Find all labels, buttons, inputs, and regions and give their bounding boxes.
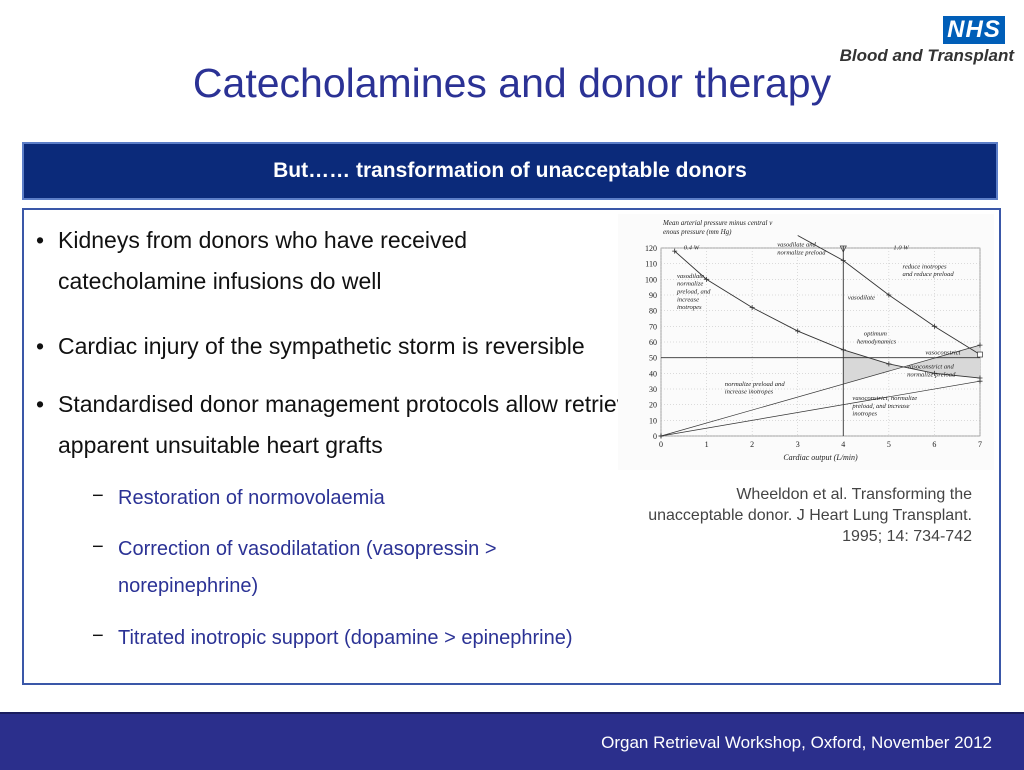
footer-bar: Organ Retrieval Workshop, Oxford, Novemb… — [0, 712, 1024, 770]
x-tick-label: 0 — [659, 440, 663, 449]
hemodynamics-chart: 0 10 20 30 40 50 60 70 80 90 100 110 120 0 1 2 3 4 5 6 7 Mean… — [618, 214, 994, 470]
chart-annotation: vasodilate — [848, 295, 875, 302]
series-point — [795, 328, 801, 334]
series-point — [977, 342, 983, 348]
y-tick-label: 0 — [653, 432, 657, 441]
series-line — [660, 380, 981, 437]
series-point — [886, 292, 892, 298]
chart-annotation: 0.4 W — [684, 245, 700, 252]
bullet-symbol: • — [36, 333, 45, 359]
y-tick-label: 40 — [649, 369, 657, 378]
chart-annotation: increase — [677, 296, 699, 303]
chart-annotation: preload, and — [676, 288, 711, 295]
y-axis-label: Mean arterial pressure minus central v — [662, 219, 773, 227]
sub-bullet-item: − Correction of vasodilatation (vasopres… — [92, 531, 628, 605]
chart-svg: 0 10 20 30 40 50 60 70 80 90 100 110 120 0 1 2 3 4 5 6 7 Mean… — [645, 219, 983, 462]
y-tick-label: 90 — [649, 291, 657, 300]
bullet-item: • Cardiac injury of the sympathetic stor… — [34, 326, 758, 367]
chart-annotation: reduce inotropes — [903, 263, 947, 270]
y-axis-label: enous pressure (mm Hg) — [663, 228, 732, 236]
series-point — [658, 433, 664, 439]
banner-heading: But…… transformation of unacceptable don… — [22, 142, 998, 200]
series-point — [886, 361, 892, 367]
chart-annotation: increase inotropes — [725, 389, 774, 396]
chart-annotation: normalize — [677, 281, 703, 288]
series-line — [660, 344, 981, 437]
dash-symbol: − — [92, 625, 104, 647]
dash-symbol: − — [92, 536, 104, 558]
chart-annotation: inotropes — [852, 411, 877, 418]
y-tick-label: 30 — [649, 385, 657, 394]
slide-title: Catecholamines and donor therapy — [192, 60, 832, 106]
chart-annotation: vasodilate, — [677, 273, 706, 280]
bullet-item: • Standardised donor management protocol… — [34, 384, 708, 466]
sub-bullet-text: Restoration of normovolaemia — [118, 487, 385, 509]
series-line — [674, 250, 981, 379]
org-name: Blood and Transplant — [839, 46, 1014, 65]
x-tick-label: 4 — [841, 440, 845, 449]
bullet-item: • Kidneys from donors who have received … — [34, 220, 618, 302]
x-tick-label: 3 — [796, 440, 800, 449]
dash-symbol: − — [92, 485, 104, 507]
chart-annotation: normalize preload and — [725, 381, 786, 388]
chart-annotation: vasoconstrict, normalize — [852, 395, 917, 402]
chart-annotation: preload, and increase — [851, 403, 909, 410]
series-point — [977, 351, 983, 358]
chart-annotation: vasoconstrict — [925, 350, 960, 357]
chart-annotation: optimum — [864, 331, 887, 338]
y-tick-label: 60 — [649, 338, 657, 347]
bullet-text: Standardised donor management protocols … — [58, 391, 672, 458]
y-tick-label: 110 — [645, 260, 657, 269]
series-point — [931, 370, 937, 376]
reference-marker — [839, 245, 847, 253]
x-tick-label: 7 — [978, 440, 982, 449]
y-tick-label: 80 — [649, 307, 657, 316]
y-tick-label: 10 — [649, 416, 657, 425]
sub-bullet-text: Titrated inotropic support (dopamine > e… — [118, 627, 573, 649]
x-axis-label: Cardiac output (L/min) — [783, 453, 858, 462]
nhs-logo: NHS Blood and Transplant — [814, 14, 1014, 65]
series-point — [704, 276, 710, 282]
bullet-symbol: • — [36, 227, 45, 253]
x-tick-label: 2 — [750, 440, 754, 449]
chart-annotation: hemodynamics — [857, 339, 897, 346]
y-tick-label: 70 — [649, 322, 657, 331]
chart-annotation: vasodilate and — [777, 241, 816, 248]
series-point — [749, 305, 755, 311]
y-tick-label: 20 — [649, 401, 657, 410]
x-tick-label: 1 — [705, 440, 709, 449]
chart-annotation: 1.0 W — [893, 245, 909, 252]
series-point — [672, 248, 678, 254]
sub-bullet-item: − Restoration of normovolaemia — [92, 480, 618, 517]
sub-bullet-item: − Titrated inotropic support (dopamine >… — [92, 620, 758, 657]
footer-text: Organ Retrieval Workshop, Oxford, Novemb… — [601, 733, 992, 752]
y-tick-label: 100 — [645, 275, 657, 284]
chart-annotation: normalize preload — [777, 249, 826, 256]
x-tick-label: 5 — [887, 440, 891, 449]
y-tick-label: 120 — [645, 244, 657, 253]
bullet-text: Kidneys from donors who have received ca… — [58, 227, 468, 294]
x-tick-label: 6 — [932, 440, 936, 449]
series-point — [977, 378, 983, 384]
chart-annotation: and reduce preload — [903, 271, 955, 278]
bullet-text: Cardiac injury of the sympathetic storm … — [58, 333, 585, 359]
chart-annotation: inotropes — [677, 304, 702, 311]
sub-bullet-text: Correction of vasodilatation (vasopressi… — [118, 538, 497, 597]
chart-annotation: normalize preload — [907, 371, 956, 378]
citation: Wheeldon et al. Transforming the unaccep… — [648, 486, 972, 545]
y-tick-label: 50 — [649, 354, 657, 363]
chart-annotation: vasoconstrict and — [907, 364, 954, 371]
nhs-logo-mark: NHS — [943, 16, 1005, 44]
bullet-symbol: • — [36, 391, 45, 417]
series-point — [931, 323, 937, 329]
